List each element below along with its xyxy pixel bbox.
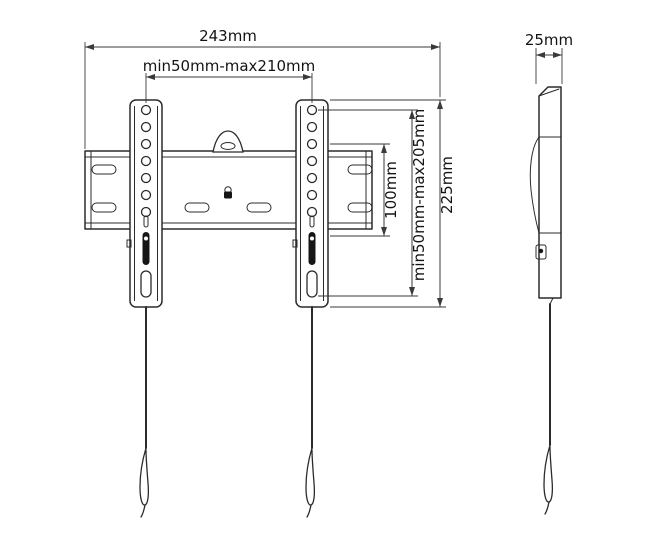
dimension-label-width-total: 243mm [199,27,257,45]
dim-width-range: min50mm-max210mm [143,57,316,103]
front-view: 243mm min50mm-max210mm 100mm min50mm-max… [84,27,456,518]
dim-depth: 25mm [525,31,573,84]
dim-height-total: 225mm [330,99,456,308]
mounting-slot [347,202,373,213]
right-pull-cord [305,306,316,518]
wall-plate [84,150,373,230]
center-lock-icon [224,186,232,199]
dim-height-vesa: 100mm [330,143,400,237]
mounting-slot [184,202,210,213]
dim-width-total: 243mm [84,27,441,149]
left-rail [126,99,163,308]
top-hook-detail [212,130,244,153]
left-pull-cord [139,306,150,518]
dimension-label-height-range: min50mm-max205mm [410,109,428,282]
side-lock-bracket [535,244,547,260]
hook-dome [212,130,244,153]
dimension-label-height-total: 225mm [438,156,456,214]
hook-slot [220,142,236,150]
mounting-slot [347,164,373,175]
side-cord-anchor [549,297,554,305]
side-lock-pin [538,248,544,254]
side-top-fold [538,88,560,97]
mounting-slot [246,202,272,213]
mounting-slot [91,202,117,213]
side-pull-cord [543,303,554,515]
wall-plate-outline [84,150,373,230]
dim-height-range: min50mm-max205mm [318,109,428,297]
side-rail-profile [529,136,540,234]
dimension-label-height-vesa: 100mm [382,161,400,219]
side-profile-outline [538,86,562,299]
side-view: 25mm [525,31,573,515]
mounting-slot [91,164,117,175]
lock-body [224,191,232,199]
dimension-label-width-range: min50mm-max210mm [143,57,316,75]
dimension-label-depth: 25mm [525,31,573,49]
right-rail [292,99,329,308]
side-profile [529,86,562,305]
